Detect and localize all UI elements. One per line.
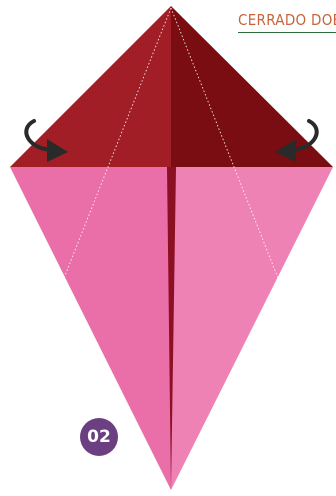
header-label: CERRADO DOBRA (238, 11, 336, 29)
header-rule (238, 32, 336, 33)
step-badge: 02 (80, 418, 118, 456)
bottom-right-panel (171, 167, 333, 490)
